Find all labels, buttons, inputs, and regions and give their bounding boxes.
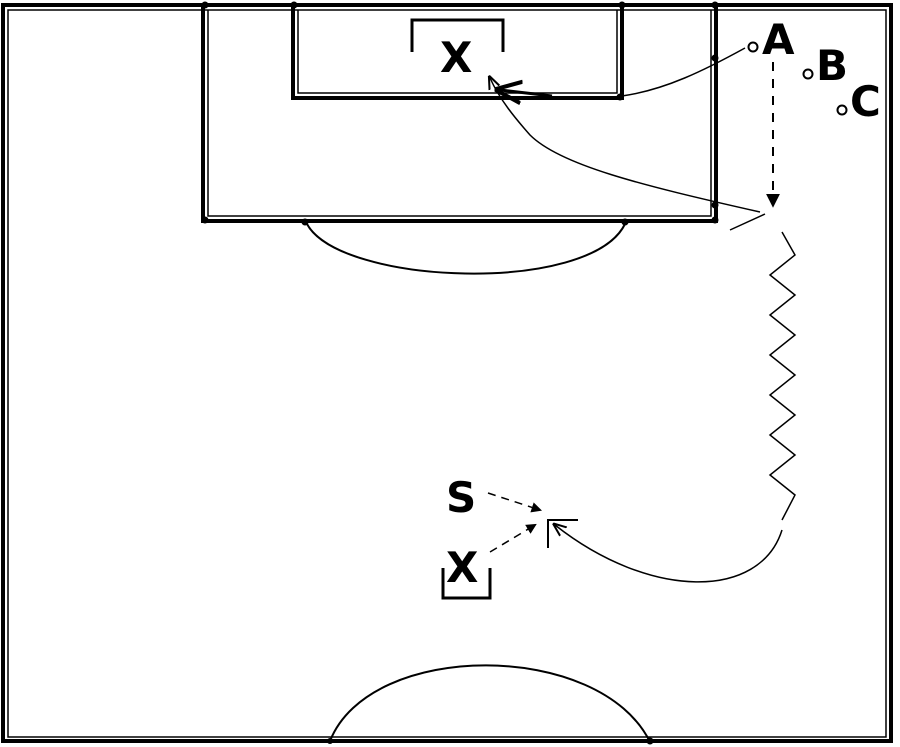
goalkeeper-bracket [410, 18, 505, 52]
defender-press [489, 523, 537, 553]
dribble-path [768, 231, 797, 521]
server-pass [487, 492, 542, 513]
field-boundary [1, 3, 893, 743]
goal-area [291, 5, 624, 100]
goalkeeper-label: X [440, 33, 472, 82]
pass-receive-corner [547, 519, 578, 548]
center-spot [646, 737, 654, 745]
curved-run-to-server [555, 525, 783, 583]
shot-arrow [500, 90, 553, 96]
ball-entry-arrow [729, 213, 766, 231]
penalty-area [201, 5, 718, 223]
defender-bracket [441, 568, 492, 600]
player-a-label: A [762, 15, 795, 64]
player-c-label: C [850, 77, 881, 126]
halfway-dot [327, 738, 333, 744]
cone-a [747, 41, 759, 53]
player-b: B [802, 41, 848, 90]
pass-a-to-goal-area [621, 47, 746, 97]
player-b-label: B [816, 41, 848, 90]
server-marker: S [446, 473, 542, 522]
server-label: S [446, 473, 476, 522]
cone-b [802, 68, 814, 80]
penalty-arc [306, 223, 626, 275]
defender-label: X [446, 543, 478, 592]
cone-c [836, 104, 848, 116]
player-a: A [747, 15, 795, 64]
player-c: C [836, 77, 881, 126]
line-junction-dots [201, 1, 719, 226]
goalkeeper-marker: X [410, 18, 505, 82]
center-circle-arc [329, 664, 651, 743]
defender-marker: X [441, 523, 537, 600]
